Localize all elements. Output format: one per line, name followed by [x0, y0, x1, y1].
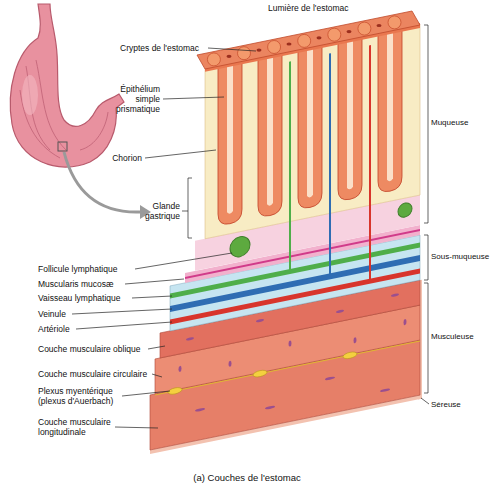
bracket [182, 178, 192, 238]
gland [218, 61, 242, 226]
part-label: Plexus myentérique (plexus d'Auerbach) [38, 386, 128, 406]
ruga [36, 60, 66, 150]
leader-line [135, 253, 232, 269]
vein-capillary [329, 53, 331, 276]
leader-line [115, 427, 158, 428]
lymph-capillary [289, 62, 291, 272]
highlight [22, 75, 38, 115]
nucleus [404, 319, 407, 326]
nucleus [391, 293, 399, 297]
part-label: Veinule [38, 309, 163, 319]
surface-cell [328, 28, 341, 41]
surface-cell [268, 41, 281, 54]
part-label: Couche musculaire circulaire [38, 369, 163, 379]
leader-line [72, 309, 172, 314]
gland [298, 45, 322, 210]
leader-line [148, 346, 165, 349]
leader-line [421, 398, 429, 404]
leader-line [152, 374, 162, 377]
stomach-outline [10, 4, 124, 167]
leader-line [125, 279, 184, 284]
part-label: Muscularis mucosæ [38, 279, 163, 289]
surface-cell [238, 47, 251, 60]
leader-line [132, 296, 172, 298]
layer-label: Musculeuse [431, 332, 493, 342]
zoom-square [58, 142, 67, 151]
figure-caption: (a) Couches de l'estomac [0, 472, 494, 484]
part-label: Épithélium simple prismatique [110, 84, 160, 114]
crypt-opening [377, 24, 382, 27]
nucleus [195, 408, 205, 413]
leader-line [145, 150, 216, 158]
part-label: Artériole [38, 324, 163, 334]
surface-cell [358, 22, 371, 35]
venule [170, 258, 420, 309]
leader-lines [72, 25, 429, 428]
lymph-vessel [170, 245, 420, 296]
part-label: Couche musculaire oblique [38, 344, 163, 354]
crypt-opening [347, 30, 352, 33]
surface-cell [388, 16, 401, 29]
layer-label: Sous-muqueuse [431, 252, 493, 262]
layer-label: Muqueuse [431, 118, 493, 128]
plexus-fiber [155, 341, 420, 395]
leader-line [163, 97, 224, 99]
bracket [424, 283, 428, 393]
nucleus [229, 360, 232, 367]
ganglion [253, 369, 267, 378]
layer-label: Séreuse [431, 400, 493, 410]
gland [338, 37, 362, 202]
gland-lumen [387, 31, 393, 182]
leader-line [76, 322, 172, 329]
bracket [424, 25, 428, 223]
ganglion [168, 386, 182, 395]
surface-cell [207, 53, 220, 66]
part-label: Vaisseau lymphatique [38, 293, 163, 303]
part-label: Follicule lymphatique [38, 264, 163, 274]
nucleus [256, 319, 264, 323]
tissue-block [150, 23, 422, 454]
nucleus [289, 340, 292, 347]
leader-line [122, 391, 170, 396]
nucleus [179, 366, 182, 373]
nucleus [265, 405, 275, 410]
part-label: Chorion [100, 153, 142, 163]
part-label: Cryptes de l'estomac [120, 43, 215, 53]
nucleus [325, 376, 335, 381]
gland-lumen [307, 47, 313, 198]
lymph-follicle [230, 235, 250, 259]
nucleus [186, 337, 194, 341]
crypt-opening [317, 36, 322, 39]
arteriole [170, 271, 420, 322]
crypt-opening [287, 42, 292, 45]
nucleus [336, 309, 344, 313]
crypt-opening [227, 55, 232, 58]
gland-lumen [347, 39, 353, 190]
ruga [80, 112, 108, 150]
nucleus [380, 388, 390, 393]
lymph-follicle [398, 202, 412, 219]
part-label: Couche musculaire longitudinale [38, 417, 118, 437]
bracket [424, 235, 428, 280]
artery-capillary [369, 45, 371, 281]
leader-line [208, 48, 256, 51]
part-label: Glande gastrique [135, 201, 180, 221]
surface-cell [298, 34, 311, 47]
ganglion [343, 351, 357, 360]
nucleus [354, 337, 357, 344]
lumen-label: Lumière de l'estomac [268, 3, 388, 13]
surface-top [197, 11, 420, 69]
gland-lumen [227, 63, 233, 214]
gland [258, 53, 282, 218]
crypt-opening [257, 49, 262, 52]
mucosal-surface [197, 11, 420, 69]
gland-lumen [267, 55, 273, 206]
gland [378, 29, 402, 194]
